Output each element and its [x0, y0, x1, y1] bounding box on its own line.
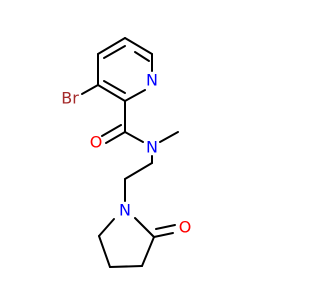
- bond-ring-c2-c1: [97, 84, 126, 102]
- bonds: [81, 37, 179, 268]
- bond-ring-c3-c4: [97, 37, 126, 55]
- atom-n-amide: N: [146, 138, 158, 157]
- bond-ring-c3-c4-double: [103, 45, 126, 59]
- atom-br: Br: [61, 89, 79, 108]
- bond-ring-n-c2: [124, 89, 146, 102]
- atom-o-amide: O: [90, 133, 103, 152]
- bond-carbonyl-n: [124, 131, 144, 143]
- bond-carbonyl-o-b: [101, 124, 122, 137]
- bond-lactam-carbonyl-o-a: [153, 232, 174, 238]
- bond-lactam-n-c-left: [98, 218, 115, 237]
- bond-lactam-c-carbonyl-n: [134, 217, 155, 238]
- bond-lactam-c-bottom-c-right: [109, 265, 143, 268]
- bond-lactam-c-left-c-bottom: [98, 235, 111, 268]
- bond-ring-c4-c5: [124, 37, 153, 55]
- bond-lactam-carbonyl-o-b: [155, 224, 176, 230]
- bond-c1-br: [81, 84, 99, 95]
- atom-o-lactam: O: [179, 218, 192, 237]
- atom-labels: Br N O N N O: [61, 71, 191, 237]
- bond-ring-c2-c1-double: [103, 80, 126, 94]
- bond-lactam-c-right-c-carbonyl: [141, 236, 155, 267]
- bond-carbonyl-o-a: [105, 131, 126, 144]
- molecule-structure: Br N O N N O: [61, 37, 191, 268]
- bond-ch2a-ch2b: [124, 162, 153, 180]
- bond-n-methyl: [159, 131, 179, 143]
- atom-n-lactam: N: [119, 201, 131, 220]
- atom-n-pyridine: N: [146, 71, 158, 90]
- bond-ring-c5-n-double: [134, 51, 150, 62]
